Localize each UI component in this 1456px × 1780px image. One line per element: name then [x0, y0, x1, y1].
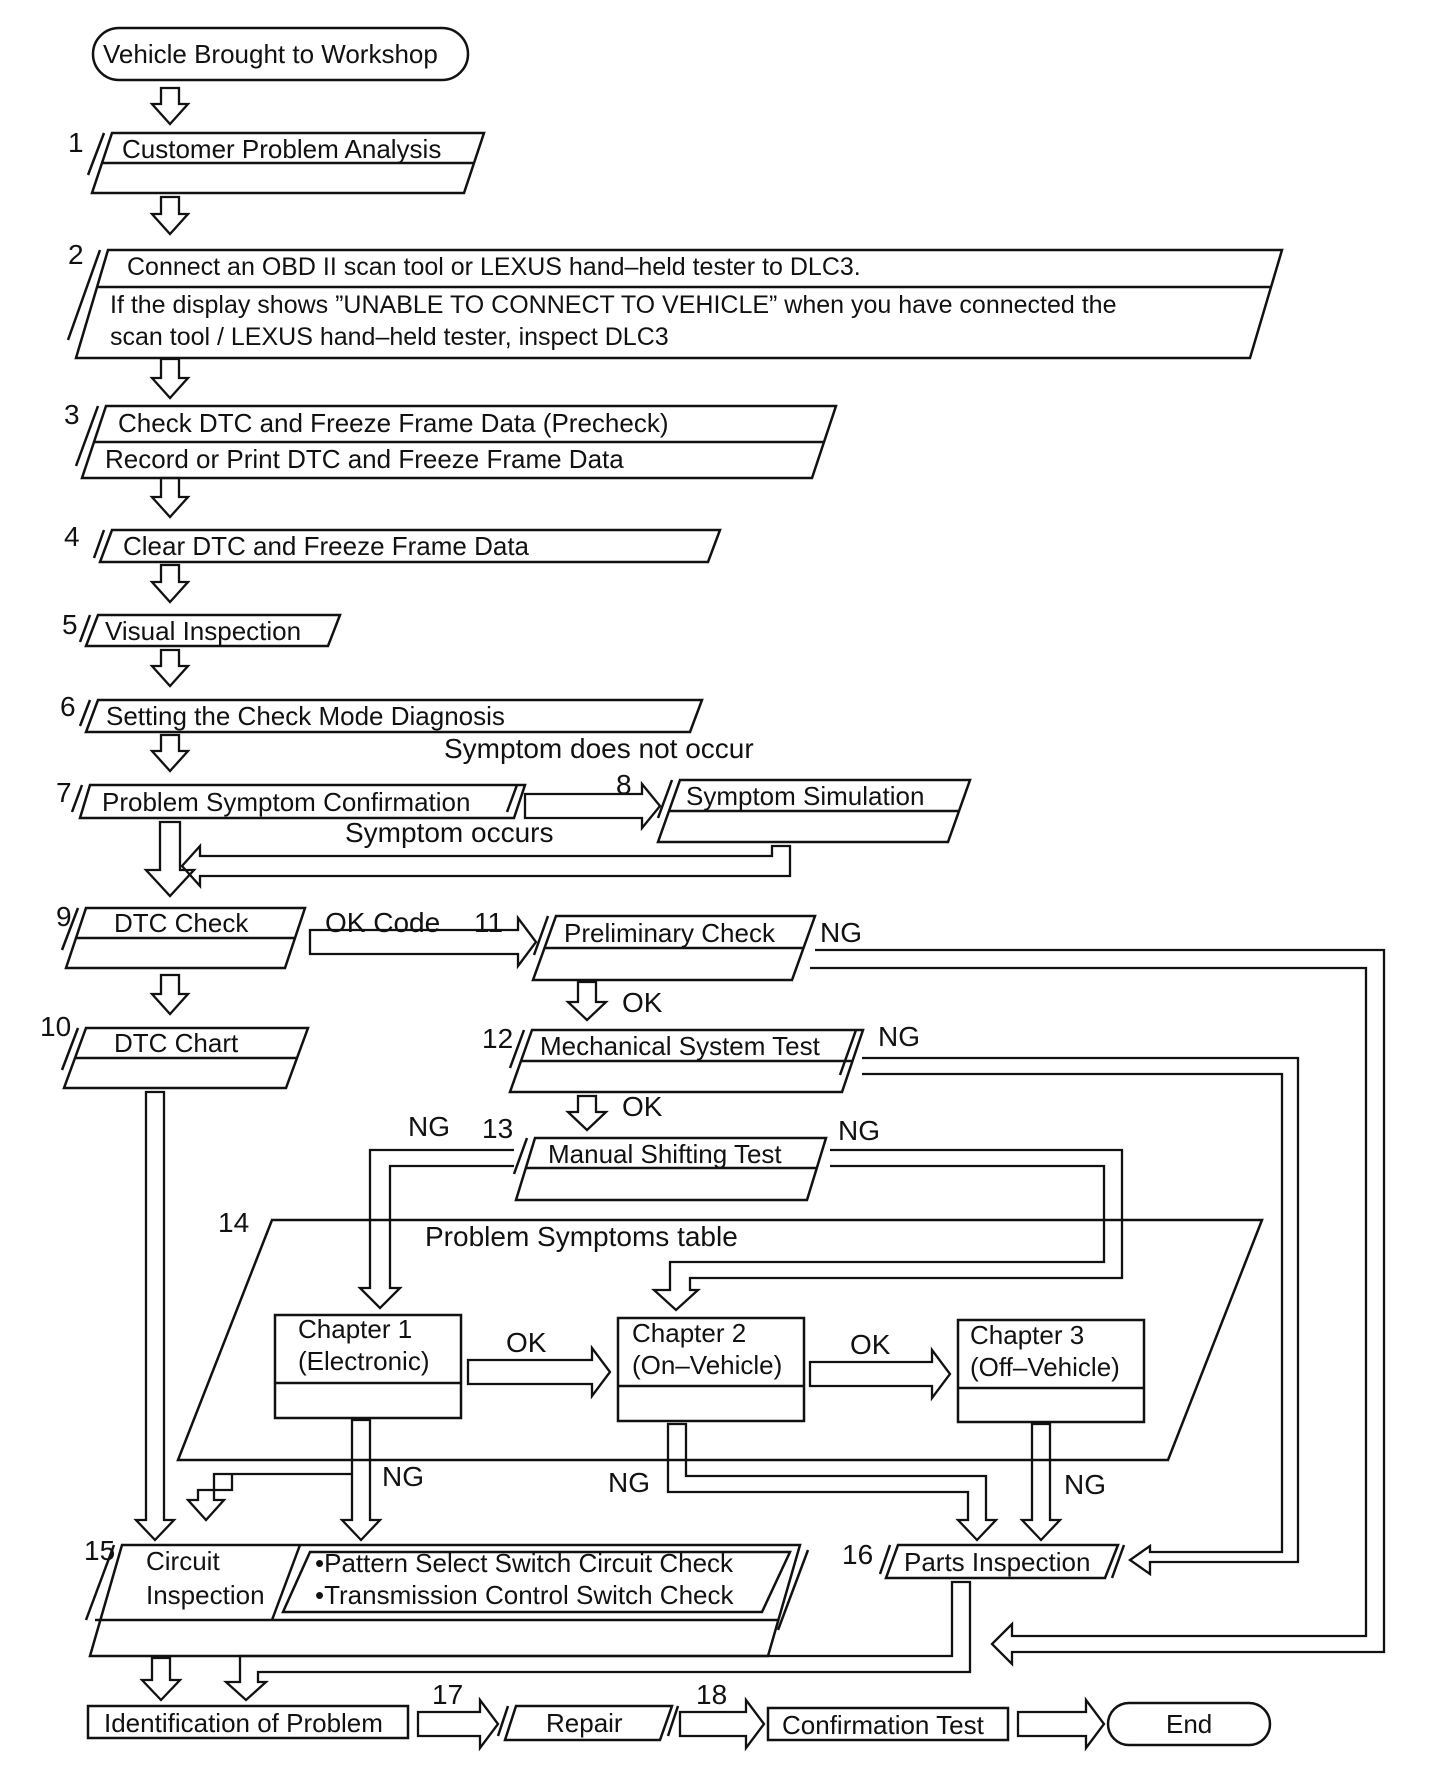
chapter-3-line1: Chapter 3 — [970, 1320, 1085, 1350]
label-symptom-occurs: Symptom occurs — [345, 817, 554, 848]
label-ng-ch1: NG — [382, 1461, 424, 1492]
label-ng-13-left: NG — [408, 1111, 450, 1142]
step-13-box — [512, 1136, 828, 1202]
step-5-label: Visual Inspection — [105, 616, 302, 646]
step-9-number: 9 — [56, 901, 72, 932]
start-terminal — [91, 26, 470, 82]
label-ok-ch2: OK — [850, 1329, 891, 1360]
chapter-1-line2: (Electronic) — [298, 1346, 430, 1376]
step-2-line1: Connect an OBD II scan tool or LEXUS han… — [127, 253, 861, 281]
identification-box — [86, 1704, 410, 1740]
step-6-number: 6 — [60, 691, 76, 722]
step-1-number: 1 — [68, 127, 84, 158]
end-terminal — [1106, 1701, 1272, 1747]
step-11-box — [531, 914, 817, 982]
step-5-number: 5 — [62, 609, 78, 640]
step-8-label: Symptom Simulation — [686, 781, 925, 811]
step-5-box — [78, 613, 342, 648]
step-10-label: DTC Chart — [114, 1028, 239, 1058]
step-12-box — [508, 1028, 865, 1094]
step-15-line1: Circuit — [146, 1546, 220, 1576]
step-2-number: 2 — [68, 239, 84, 270]
step-9-label: DTC Check — [114, 908, 249, 938]
label-symptom-not-occur: Symptom does not occur — [444, 733, 754, 764]
step-11-number: 11 — [474, 907, 504, 938]
step-13-label: Manual Shifting Test — [548, 1139, 782, 1169]
step-13-number: 13 — [482, 1113, 514, 1144]
step-17-label: Repair — [546, 1708, 623, 1738]
step-14-label: Problem Symptoms table — [425, 1221, 738, 1252]
step-4-box — [92, 528, 722, 564]
step-16-box — [878, 1543, 1126, 1580]
step-3-line1: Check DTC and Freeze Frame Data (Prechec… — [118, 408, 669, 438]
step-10-number: 10 — [40, 1011, 72, 1042]
label-ng-ch3: NG — [1064, 1469, 1106, 1500]
step-10-box — [60, 1026, 310, 1090]
identification-label: Identification of Problem — [104, 1708, 383, 1738]
flow-arrows-horizontal — [180, 780, 1106, 1752]
flow-arrows-main — [139, 86, 609, 1702]
step-8-number: 8 — [616, 769, 632, 800]
step-16-number: 16 — [842, 1539, 874, 1570]
step-15-sub2: •Transmission Control Switch Check — [315, 1580, 734, 1610]
chapter-2-line2: (On–Vehicle) — [632, 1350, 783, 1380]
chapter-2-line1: Chapter 2 — [632, 1318, 747, 1348]
label-ok-11: OK — [622, 987, 663, 1018]
label-ok-code: OK Code — [325, 907, 441, 938]
label-ok-12: OK — [622, 1091, 663, 1122]
step-12-number: 12 — [482, 1023, 514, 1054]
label-ng-12: NG — [878, 1021, 920, 1052]
chapter-3-line2: (Off–Vehicle) — [970, 1352, 1120, 1382]
step-6-box — [78, 698, 704, 734]
step-2-box — [66, 248, 1284, 360]
step-12-label: Mechanical System Test — [540, 1031, 820, 1061]
step-3-number: 3 — [64, 399, 80, 430]
step-4-number: 4 — [64, 521, 80, 552]
step-11-label: Preliminary Check — [564, 918, 775, 948]
step-9-box — [60, 906, 307, 970]
step-3-box — [74, 404, 838, 480]
step-18-label: Confirmation Test — [782, 1710, 984, 1740]
step-7-label: Problem Symptom Confirmation — [102, 787, 471, 817]
step-15-line2: Inspection — [146, 1580, 265, 1610]
chapter-1-box — [273, 1313, 463, 1420]
step-18-box — [766, 1706, 1010, 1742]
step-17-number: 17 — [432, 1679, 464, 1710]
end-label: End — [1166, 1709, 1213, 1739]
label-ng-11: NG — [820, 917, 862, 948]
step-8-box — [656, 778, 972, 844]
label-ng-13-right: NG — [838, 1115, 880, 1146]
label-ng-ch2: NG — [608, 1467, 650, 1498]
step-1-label: Customer Problem Analysis — [122, 134, 442, 164]
step-7-box — [70, 783, 527, 820]
step-6-label: Setting the Check Mode Diagnosis — [106, 701, 505, 731]
step-15-sub1: •Pattern Select Switch Circuit Check — [315, 1548, 734, 1578]
step-14-number: 14 — [218, 1207, 250, 1238]
start-label: Vehicle Brought to Workshop — [103, 39, 438, 69]
step-4-label: Clear DTC and Freeze Frame Data — [123, 531, 530, 561]
step-1-box — [86, 131, 486, 195]
step-18-number: 18 — [696, 1679, 728, 1710]
step-16-label: Parts Inspection — [904, 1547, 1091, 1577]
step-14-box — [176, 1218, 1264, 1462]
step-2-line2: If the display shows ”UNABLE TO CONNECT … — [110, 291, 1117, 319]
chapter-3-box — [956, 1318, 1146, 1424]
step-7-number: 7 — [56, 777, 72, 808]
ng-paths — [133, 948, 1386, 1702]
chapter-1-line1: Chapter 1 — [298, 1314, 413, 1344]
step-3-line2: Record or Print DTC and Freeze Frame Dat… — [105, 444, 624, 474]
step-17-box — [496, 1704, 680, 1742]
label-ok-ch1: OK — [506, 1327, 547, 1358]
step-15-number: 15 — [84, 1535, 116, 1566]
step-2-line3: scan tool / LEXUS hand–held tester, insp… — [110, 323, 669, 351]
chapter-2-box — [616, 1316, 806, 1423]
